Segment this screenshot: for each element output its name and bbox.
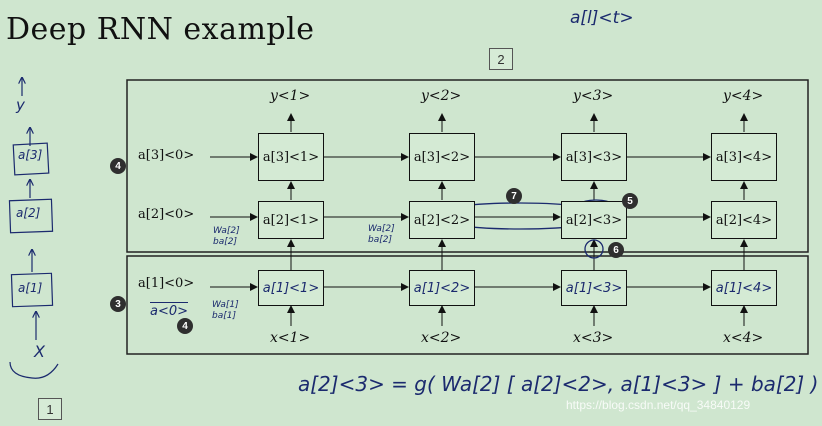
initial-state-layer3: a[3]<0> [138, 148, 195, 163]
rnn-cell-layer1: a[1]<2> [409, 270, 475, 306]
handwritten-weights-layer1: Wa[1] ba[1] [212, 300, 239, 321]
output-label: y<4> [723, 88, 764, 104]
rnn-cell-layer1: a[1]<1> [258, 270, 324, 306]
badge-6: 6 [608, 242, 624, 258]
badge-4-outer: 4 [110, 158, 126, 174]
handwritten-weights-layer2-t2: Wa[2] ba[2] [368, 224, 395, 245]
rnn-cell-layer3: a[3]<4> [711, 133, 777, 181]
side-stack-label: a[1] [18, 281, 43, 295]
rnn-cell-layer1: a[1]<4> [711, 270, 777, 306]
watermark: https://blog.csdn.net/qq_34840129 [566, 398, 751, 412]
corner-annotation: a[l]<t> [570, 8, 634, 28]
input-label: x<4> [723, 330, 764, 346]
badge-3: 3 [110, 296, 126, 312]
output-label: y<3> [573, 88, 614, 104]
side-stack-label: y [16, 96, 25, 114]
handwritten-a-zero: a<0> [150, 302, 189, 319]
input-label: x<3> [573, 330, 614, 346]
rnn-cell-layer3: a[3]<2> [409, 133, 475, 181]
badge-7: 7 [506, 188, 522, 204]
rnn-cell-layer2: a[2]<2> [409, 201, 475, 239]
rnn-cell-layer2: a[2]<1> [258, 201, 324, 239]
handwritten-weights-layer2-t1: Wa[2] ba[2] [213, 226, 240, 247]
label-box-1: 1 [38, 398, 62, 420]
initial-state-layer2: a[2]<0> [138, 207, 195, 222]
rnn-cell-layer3: a[3]<1> [258, 133, 324, 181]
label-box-2: 2 [489, 48, 513, 70]
side-stack-label: X [34, 342, 45, 361]
badge-5: 5 [622, 193, 638, 209]
rnn-cell-layer2: a[2]<3> [561, 201, 627, 239]
input-label: x<2> [421, 330, 462, 346]
side-stack-label: a[3] [18, 148, 43, 162]
output-label: y<2> [421, 88, 462, 104]
badge-4-inner: 4 [177, 318, 193, 334]
page-title: Deep RNN example [6, 12, 315, 47]
rnn-cell-layer3: a[3]<3> [561, 133, 627, 181]
rnn-cell-layer2: a[2]<4> [711, 201, 777, 239]
initial-state-layer1: a[1]<0> [138, 276, 195, 291]
lower-layer-frame [126, 255, 809, 355]
handwritten-formula: a[2]<3> = g( Wa[2] [ a[2]<2>, a[1]<3> ] … [298, 372, 819, 396]
rnn-cell-layer1: a[1]<3> [561, 270, 627, 306]
input-label: x<1> [270, 330, 311, 346]
output-label: y<1> [270, 88, 311, 104]
side-stack-label: a[2] [16, 206, 41, 220]
upper-layers-frame [126, 79, 809, 253]
